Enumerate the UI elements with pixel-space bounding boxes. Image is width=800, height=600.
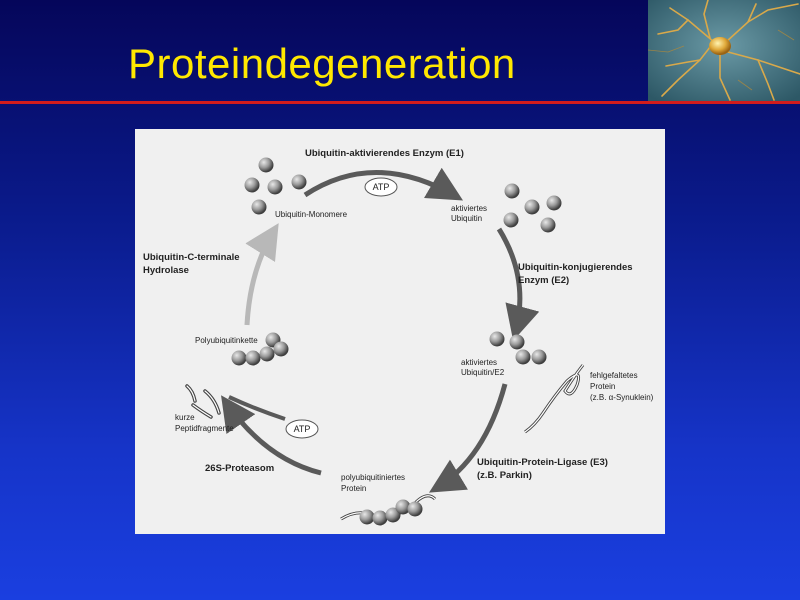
svg-text:ATP: ATP xyxy=(373,182,390,192)
label-proteasome: 26S-Proteasom xyxy=(205,463,274,474)
arrow-e1 xyxy=(303,167,464,201)
label-e3-1: Ubiquitin-Protein-Ligase (E3) xyxy=(477,457,608,468)
arrow-peptides xyxy=(228,395,286,421)
activated-ubiquitin xyxy=(503,183,562,233)
label-polyub-chain: Polyubiquitinkette xyxy=(195,336,258,345)
label-misfolded-2: Protein xyxy=(590,382,615,391)
label-hydrolase-1: Ubiquitin-C-terminale xyxy=(143,252,240,263)
label-misfolded-3: (z.B. α-Synuklein) xyxy=(590,393,654,402)
label-misfolded-1: fehlgefaltetes xyxy=(590,371,638,380)
label-activated-2: Ubiquitin xyxy=(451,214,482,223)
label-act-e2-2: Ubiquitin/E2 xyxy=(461,368,505,377)
label-e3-2: (z.B. Parkin) xyxy=(477,470,532,481)
atp-oval-bottom xyxy=(285,419,319,439)
label-act-e2-1: aktiviertes xyxy=(461,358,497,367)
label-e1: Ubiquitin-aktivierendes Enzym (E1) xyxy=(305,148,464,159)
label-e2-1: Ubiquitin-konjugierendes xyxy=(518,262,633,273)
activated-ubiquitin-e2 xyxy=(489,331,547,365)
label-activated-1: aktiviertes xyxy=(451,204,487,213)
label-peptides-2: Peptidfragmente xyxy=(175,424,234,433)
label-polyub-protein-2: Protein xyxy=(341,484,366,493)
title-divider xyxy=(0,101,800,104)
polyubiquitinated-protein-spheres xyxy=(359,499,423,526)
label-monomers: Ubiquitin-Monomere xyxy=(275,210,348,219)
arrow-proteasome xyxy=(221,395,322,476)
slide-title: Proteindegeneration xyxy=(128,40,516,87)
arrow-e2 xyxy=(496,227,540,341)
label-peptides-1: kurze xyxy=(175,413,195,422)
arrow-e3 xyxy=(428,383,508,493)
atp-oval-top xyxy=(364,177,398,197)
label-e2-2: Enzym (E2) xyxy=(518,275,569,286)
svg-text:ATP: ATP xyxy=(294,424,311,434)
label-hydrolase-2: Hydrolase xyxy=(143,265,189,276)
ubiquitin-monomers xyxy=(244,157,307,215)
ubiquitin-cycle-diagram: ATP ATP xyxy=(135,129,665,534)
arrow-hydrolase xyxy=(244,223,279,326)
neuron-photo-icon xyxy=(648,0,800,101)
polyubiquitin-chain xyxy=(231,332,289,366)
label-polyub-protein-1: polyubiquitiniertes xyxy=(341,473,405,482)
